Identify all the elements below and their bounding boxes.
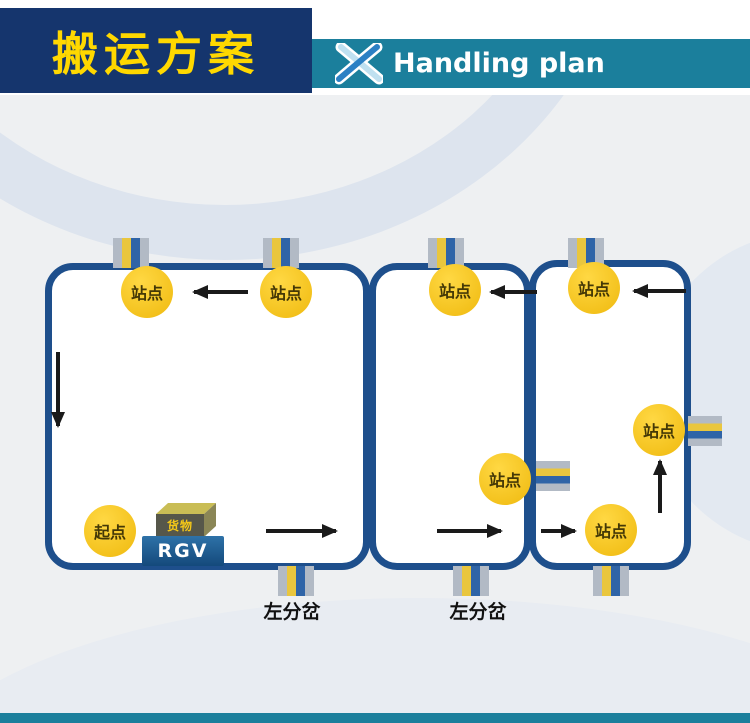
cargo-label: 货物 xyxy=(156,514,204,537)
station-loop3-top: 站点 xyxy=(568,262,620,314)
station-loop1-top-right: 站点 xyxy=(260,266,312,318)
branch-label-2: 左分岔 xyxy=(449,601,507,623)
header-title-block: 搬运方案 xyxy=(0,8,312,93)
brand-logo-icon xyxy=(335,42,383,84)
rail-junction-middle xyxy=(536,461,570,491)
rail-junction-bottom-2 xyxy=(453,566,489,596)
footer-bar xyxy=(0,713,750,723)
station-loop3-right: 站点 xyxy=(633,404,685,456)
rail-junction-top-3 xyxy=(428,238,464,268)
header-title-cn: 搬运方案 xyxy=(52,26,260,81)
branch-label-1: 左分岔 xyxy=(263,601,321,623)
station-loop2-bottom-right: 站点 xyxy=(479,453,531,505)
rail-junction-top-1 xyxy=(113,238,149,268)
rail-junction-right xyxy=(688,416,722,446)
rail-junction-bottom-3 xyxy=(593,566,629,596)
cargo-box: 货物 xyxy=(156,503,218,537)
background-circle-bottom xyxy=(0,598,750,723)
station-loop1-top-left: 站点 xyxy=(121,266,173,318)
header-teal-bar: Handling plan xyxy=(311,39,750,88)
rail-junction-bottom-1 xyxy=(278,566,314,596)
cargo-box-top-face xyxy=(156,503,216,514)
station-loop2-top: 站点 xyxy=(429,264,481,316)
header-title-en: Handling plan xyxy=(393,48,605,79)
station-loop3-bottom: 站点 xyxy=(585,504,637,556)
start-point: 起点 xyxy=(84,505,136,557)
rail-junction-top-2 xyxy=(263,238,299,268)
cargo-box-side-face xyxy=(204,503,216,537)
rgv-vehicle: RGV xyxy=(142,536,224,566)
